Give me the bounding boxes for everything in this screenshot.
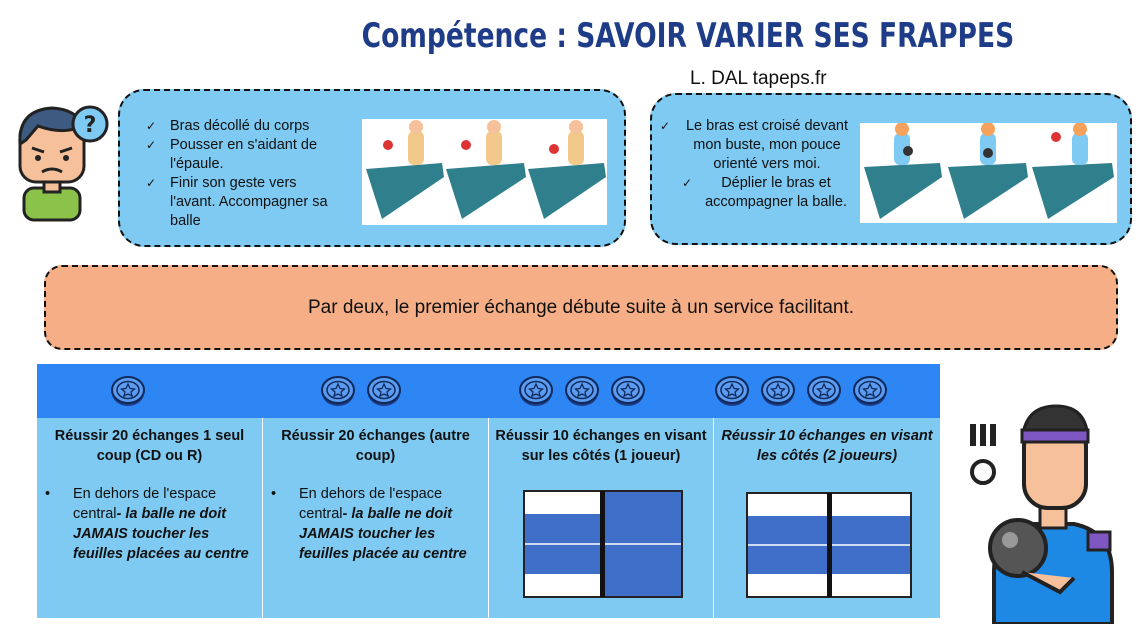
- forehand-checklist: Bras décollé du corps Pousser en s'aidan…: [144, 117, 344, 231]
- star-coin-icon: [367, 376, 401, 406]
- thinking-person-icon: ?: [18, 105, 109, 222]
- table-diagram-both-sides: [746, 492, 912, 598]
- checklist-item: Le bras est croisé devant mon buste, mon…: [658, 117, 858, 174]
- star-coin-icon: [761, 376, 795, 406]
- technique-box-backhand: Le bras est croisé devant mon buste, mon…: [650, 93, 1132, 245]
- bullet: •: [45, 486, 51, 502]
- level-1-cell: Réussir 20 échanges 1 seul coup (CD ou R…: [37, 418, 263, 618]
- star-coin-icon: [807, 376, 841, 406]
- level-2-coins: [319, 373, 403, 409]
- star-coin-icon: [565, 376, 599, 406]
- rule-emphasis: - la balle ne doit JAMAIS toucher les fe…: [299, 506, 467, 562]
- level-title: Réussir 20 échanges 1 seul coup (CD ou R…: [54, 428, 245, 464]
- level-title: Réussir 10 échanges en visant les côtés …: [721, 428, 933, 464]
- checklist-item: Finir son geste vers l'avant. Accompagne…: [144, 174, 344, 231]
- level-4-cell: Réussir 10 échanges en visant les côtés …: [714, 418, 940, 618]
- star-coin-icon: [321, 376, 355, 406]
- checklist-item: Pousser en s'aidant de l'épaule.: [144, 136, 344, 174]
- level-title: Réussir 20 échanges (autre coup): [281, 428, 470, 464]
- star-coin-icon: [611, 376, 645, 406]
- bullet: •: [271, 486, 277, 502]
- star-coin-icon: [853, 376, 887, 406]
- instruction-banner: Par deux, le premier échange débute suit…: [44, 265, 1118, 350]
- table-diagram-one-side: [523, 490, 683, 598]
- level-1-coins: [109, 373, 147, 409]
- level-4-coins: [713, 373, 889, 409]
- forehand-sequence-image: [362, 119, 607, 225]
- star-coin-icon: [111, 376, 145, 406]
- level-rule: • En dehors de l'espace central- la ball…: [45, 484, 257, 564]
- rule-text: En dehors de l'espace central: [73, 486, 217, 522]
- rule-emphasis: - la balle ne doit JAMAIS toucher les fe…: [73, 506, 249, 562]
- level-rule: • En dehors de l'espace central- la ball…: [271, 484, 483, 564]
- levels-table: Réussir 20 échanges 1 seul coup (CD ou R…: [37, 364, 940, 618]
- backhand-checklist: Le bras est croisé devant mon buste, mon…: [658, 117, 858, 212]
- table-tennis-player-icon: [970, 404, 1114, 624]
- level-3-cell: Réussir 10 échanges en visant sur les cô…: [489, 418, 714, 618]
- checklist-item: Déplier le bras et accompagner la balle.: [658, 174, 858, 212]
- page-title: Compétence : SAVOIR VARIER SES FRAPPES: [361, 16, 1015, 56]
- star-coin-icon: [519, 376, 553, 406]
- level-title: Réussir 10 échanges en visant sur les cô…: [495, 428, 707, 464]
- level-2-cell: Réussir 20 échanges (autre coup) • En de…: [263, 418, 489, 618]
- rule-text: En dehors de l'espace central: [299, 486, 443, 522]
- checklist-item: Bras décollé du corps: [144, 117, 344, 136]
- star-coin-icon: [715, 376, 749, 406]
- svg-text:?: ?: [84, 113, 97, 138]
- backhand-sequence-image: [860, 123, 1117, 223]
- technique-box-forehand: Bras décollé du corps Pousser en s'aidan…: [118, 89, 626, 247]
- author-credit: L. DAL tapeps.fr: [690, 68, 827, 89]
- level-3-coins: [517, 373, 647, 409]
